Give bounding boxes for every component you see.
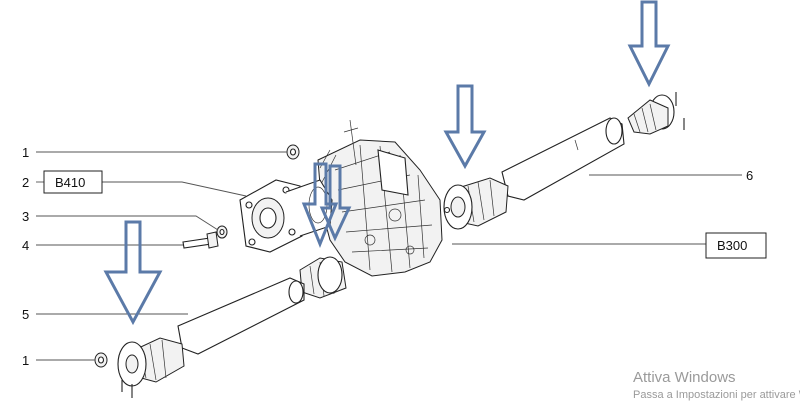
arrow-down-icon	[443, 84, 487, 170]
arrow-down-icon	[103, 220, 163, 326]
watermark-title: Attiva Windows	[633, 369, 736, 386]
arrow-down-icon	[627, 0, 671, 88]
ref-box-b410: B410	[36, 170, 103, 194]
callout-5: 5	[22, 307, 29, 322]
callout-2: 2	[22, 175, 29, 190]
callout-3: 3	[22, 209, 29, 224]
propshaft-front	[117, 256, 347, 398]
watermark-subtitle: Passa a Impostazioni per attivare Window…	[633, 389, 800, 401]
propshaft-rear	[443, 92, 685, 230]
leader-lines	[36, 151, 742, 361]
ref-box-b300: B300	[705, 232, 767, 259]
ref-box-b410-label: B410	[55, 175, 85, 190]
callout-1-bottom: 1	[22, 353, 29, 368]
ref-box-b300-label: B300	[717, 238, 747, 253]
callout-4: 4	[22, 238, 29, 253]
gearbox-housing	[317, 119, 443, 277]
arrow-down-icon	[319, 164, 352, 242]
nut-part-1-top	[286, 144, 300, 160]
nut-part-1-bottom	[94, 352, 108, 368]
callout-6: 6	[746, 168, 753, 183]
washer-part-3	[216, 225, 228, 239]
flange-part-2	[239, 179, 333, 253]
bolt-part-4	[182, 231, 219, 249]
callout-1-top: 1	[22, 145, 29, 160]
